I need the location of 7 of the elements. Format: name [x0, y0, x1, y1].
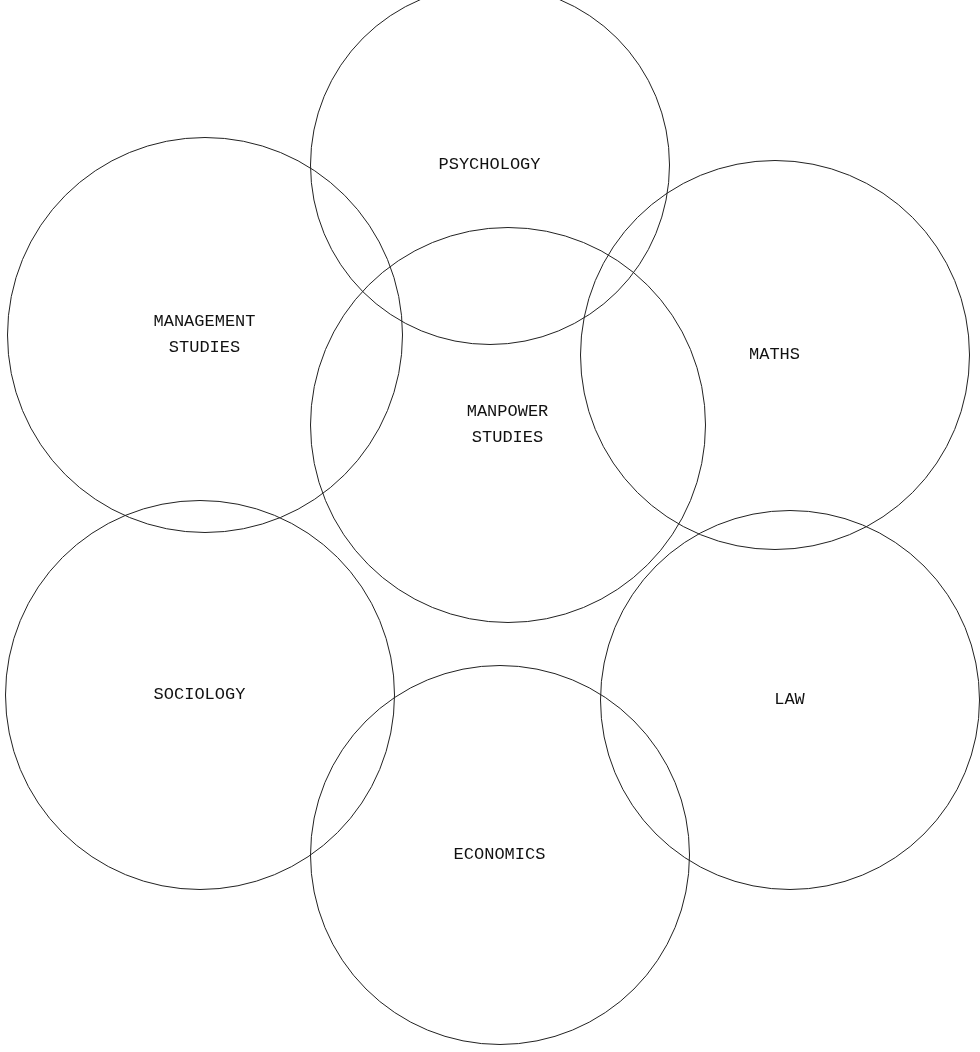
topic-label: PSYCHOLOGY: [437, 153, 542, 176]
topic-label: MANAGEMENT STUDIES: [152, 311, 257, 359]
topic-label: LAW: [773, 688, 806, 711]
topic-label: SOCIOLOGY: [152, 683, 247, 706]
topic-label: MANPOWER STUDIES: [465, 401, 550, 449]
topic-label: ECONOMICS: [452, 843, 547, 866]
topic-label: MATHS: [748, 343, 801, 366]
